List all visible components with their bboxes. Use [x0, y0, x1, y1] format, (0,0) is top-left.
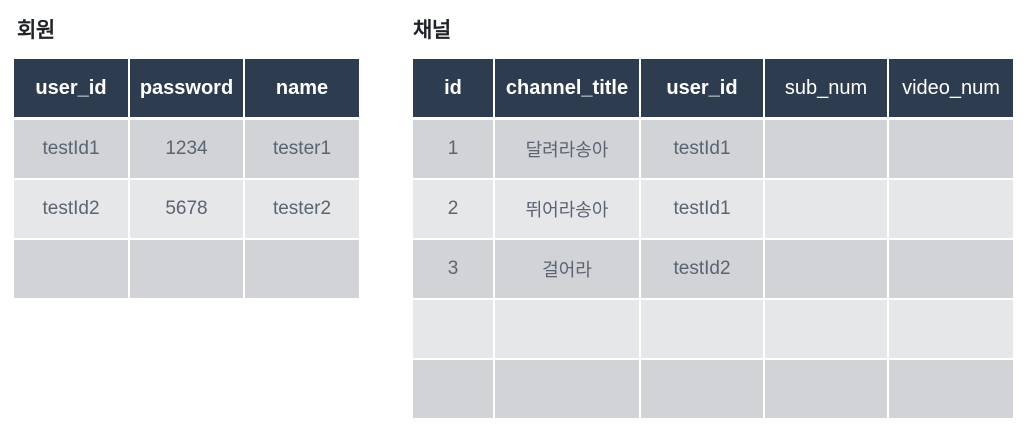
cell-password: 1234: [129, 118, 245, 180]
table-row: testId1 1234 tester1: [14, 118, 359, 180]
cell-sub-num: [764, 118, 889, 180]
cell-user-id: testId1: [640, 179, 765, 240]
table-row: 3 걸어라 testId2: [413, 239, 1013, 300]
cell-user-id: testId2: [14, 179, 130, 240]
table-row: 1 달려라송아 testId1: [413, 118, 1013, 180]
channels-header-row: id channel_title user_id sub_num video_n…: [413, 59, 1013, 120]
column-header-sub-num: sub_num: [764, 59, 889, 120]
cell-channel-title: 달려라송아: [494, 118, 641, 180]
cell-video-num: [888, 118, 1013, 180]
cell-user-id: [640, 359, 765, 420]
cell-password: [129, 239, 245, 300]
table-row: [413, 359, 1013, 420]
cell-channel-title: 걸어라: [494, 239, 641, 300]
column-header-user-id: user_id: [640, 59, 765, 120]
cell-user-id: [14, 239, 130, 300]
cell-password: 5678: [129, 179, 245, 240]
cell-sub-num: [764, 179, 889, 240]
cell-channel-title: [494, 299, 641, 360]
column-header-video-num: video_num: [888, 59, 1013, 120]
members-title: 회원: [17, 18, 55, 42]
cell-user-id: testId1: [640, 118, 765, 180]
cell-sub-num: [764, 239, 889, 300]
column-header-name: name: [244, 59, 359, 120]
cell-name: tester2: [244, 179, 359, 240]
cell-id: 1: [413, 118, 495, 180]
cell-id: 3: [413, 239, 495, 300]
cell-sub-num: [764, 299, 889, 360]
cell-id: [413, 359, 495, 420]
cell-id: 2: [413, 179, 495, 240]
column-header-channel-title: channel_title: [494, 59, 641, 120]
table-row: [413, 299, 1013, 360]
cell-video-num: [888, 299, 1013, 360]
table-row: 2 뛰어라송아 testId1: [413, 179, 1013, 240]
cell-user-id: testId1: [14, 118, 130, 180]
cell-user-id: testId2: [640, 239, 765, 300]
cell-channel-title: 뛰어라송아: [494, 179, 641, 240]
cell-name: [244, 239, 359, 300]
cell-user-id: [640, 299, 765, 360]
cell-id: [413, 299, 495, 360]
cell-video-num: [888, 239, 1013, 300]
members-table: user_id password name testId1 1234 teste…: [14, 59, 359, 300]
channels-title: 채널: [413, 18, 451, 42]
cell-sub-num: [764, 359, 889, 420]
cell-video-num: [888, 359, 1013, 420]
cell-video-num: [888, 179, 1013, 240]
channels-table: id channel_title user_id sub_num video_n…: [413, 59, 1013, 420]
cell-name: tester1: [244, 118, 359, 180]
table-row: [14, 239, 359, 300]
column-header-id: id: [413, 59, 495, 120]
cell-channel-title: [494, 359, 641, 420]
column-header-user-id: user_id: [14, 59, 130, 120]
table-row: testId2 5678 tester2: [14, 179, 359, 240]
column-header-password: password: [129, 59, 245, 120]
members-header-row: user_id password name: [14, 59, 359, 120]
